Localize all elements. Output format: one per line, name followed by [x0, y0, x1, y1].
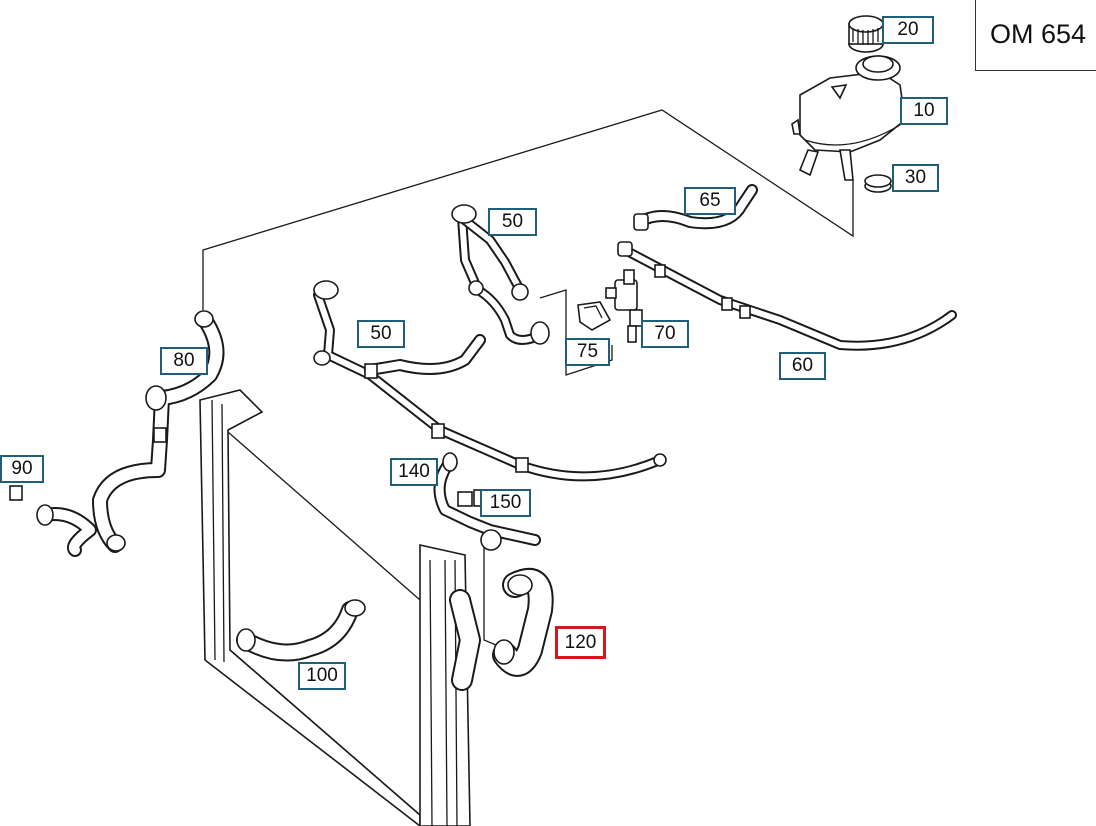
pipe-60 [617, 241, 957, 351]
callout-150[interactable]: 150 [480, 489, 531, 517]
engine-code-label: OM 654 [989, 18, 1087, 49]
plug [864, 174, 892, 193]
callout-65[interactable]: 65 [684, 187, 736, 215]
hose-140 [433, 452, 541, 551]
fitting-90 [9, 485, 97, 557]
hose-50-lower [313, 280, 667, 482]
reservoir-cap [848, 15, 884, 53]
callout-20[interactable]: 20 [882, 16, 934, 44]
callout-50-lower[interactable]: 50 [357, 320, 405, 348]
callout-50-upper[interactable]: 50 [488, 208, 537, 236]
callout-100[interactable]: 100 [298, 662, 346, 690]
hose-120 [449, 568, 554, 691]
callout-10[interactable]: 10 [900, 97, 948, 125]
engine-code-box: OM 654 [975, 0, 1096, 71]
radiator [199, 389, 471, 826]
callout-120[interactable]: 120 [555, 626, 606, 659]
connector-70 [605, 269, 643, 343]
expansion-tank [791, 55, 906, 181]
callout-90[interactable]: 90 [0, 455, 44, 483]
hose-65 [633, 184, 758, 231]
clip-75 [577, 301, 612, 331]
callout-60[interactable]: 60 [779, 352, 826, 380]
hose-50-upper [451, 204, 550, 345]
callout-140[interactable]: 140 [390, 458, 438, 486]
callout-70[interactable]: 70 [641, 320, 689, 348]
hose-80 [92, 310, 225, 553]
callout-30[interactable]: 30 [892, 164, 939, 192]
callout-75[interactable]: 75 [565, 338, 610, 366]
hose-100 [236, 599, 366, 662]
callout-80[interactable]: 80 [160, 347, 208, 375]
